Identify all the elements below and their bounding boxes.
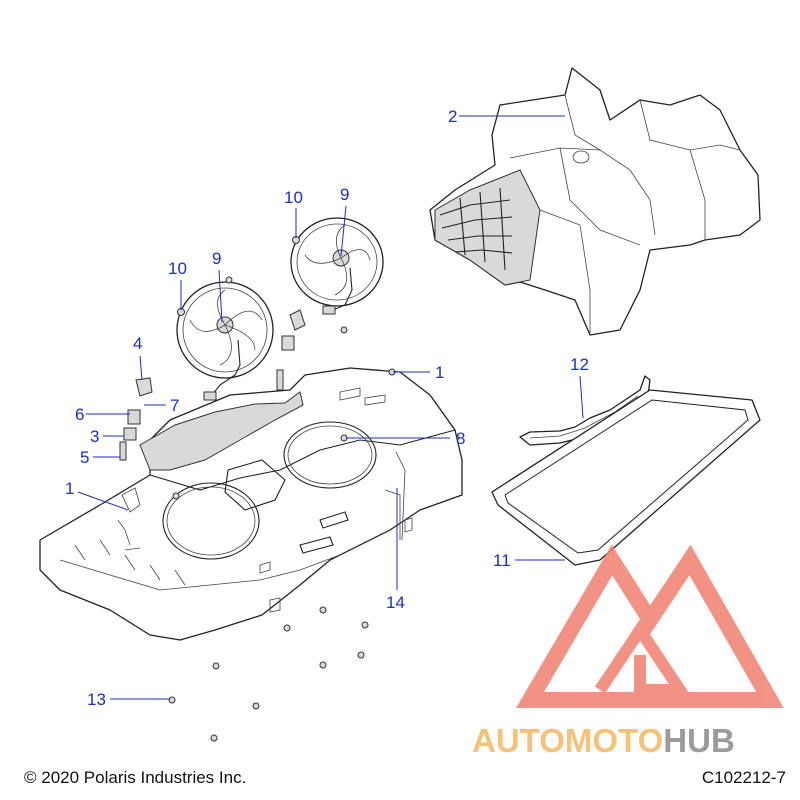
copyright-text: © 2020 Polaris Industries Inc. <box>24 768 247 787</box>
callout-12: 12 <box>570 355 589 374</box>
callout-1-right: 1 <box>435 363 444 382</box>
callout-2: 2 <box>448 107 457 126</box>
callout-9-left: 9 <box>212 249 221 268</box>
callouts: 2 9 10 9 10 4 7 6 3 5 1 8 1 14 12 11 13 <box>65 107 589 709</box>
brand-wordmark: AUTOMOTOHUB <box>472 722 735 759</box>
callout-8: 8 <box>456 429 465 448</box>
callout-1-left: 1 <box>65 479 74 498</box>
fan-left-part <box>176 281 274 401</box>
drawing-number: C102212-7 <box>701 768 786 787</box>
callout-9-right: 9 <box>340 185 349 204</box>
hardware-parts <box>119 236 396 742</box>
hood-panel-part <box>39 367 463 641</box>
callout-4: 4 <box>133 334 142 353</box>
callout-10-left: 10 <box>168 259 187 278</box>
callout-6: 6 <box>75 405 84 424</box>
fan-right-part <box>290 217 384 315</box>
callout-14: 14 <box>386 593 405 612</box>
automotohub-logo: AUTOMOTOHUB <box>472 544 784 759</box>
callout-5: 5 <box>80 448 89 467</box>
rear-cover-part <box>429 67 761 336</box>
callout-11: 11 <box>493 551 511 570</box>
callout-7: 7 <box>170 396 179 415</box>
callout-13: 13 <box>87 690 106 709</box>
callout-10-right: 10 <box>284 188 303 207</box>
callout-3: 3 <box>90 427 99 446</box>
gasket-part <box>491 389 761 566</box>
